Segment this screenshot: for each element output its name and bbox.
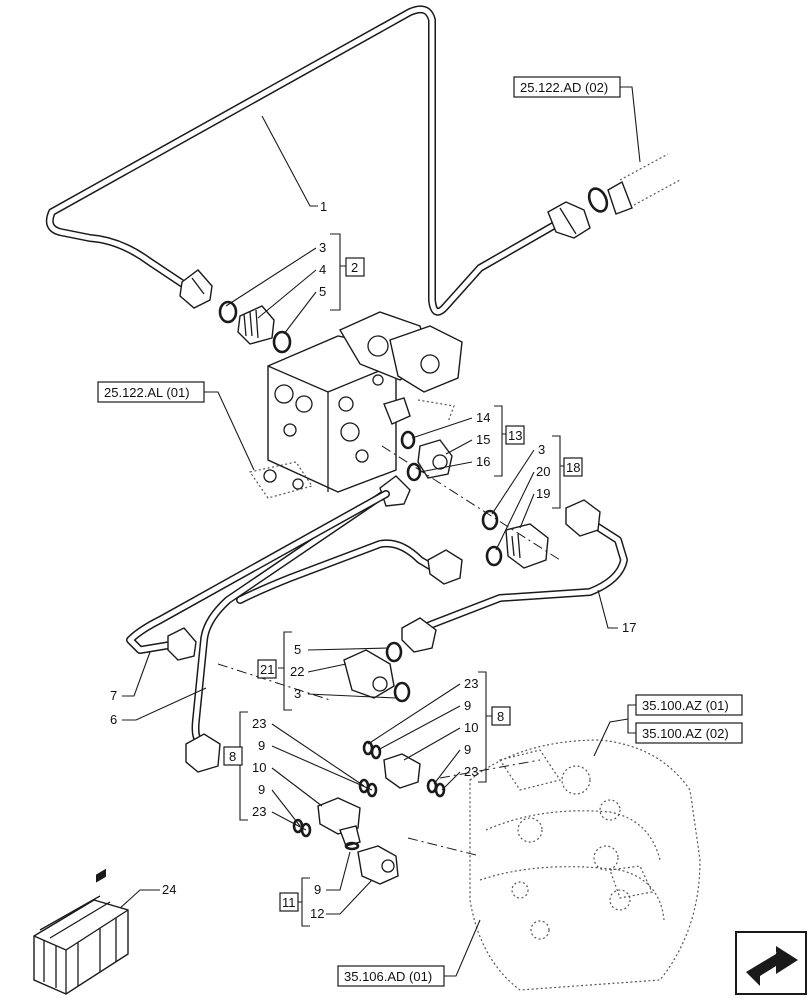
svg-text:7: 7	[110, 688, 117, 703]
tee-fitting-10-left	[292, 778, 378, 847]
pipe-17	[236, 499, 628, 653]
tee-fitting-10-right	[362, 740, 446, 798]
pipe-7	[126, 490, 390, 661]
ref-25-122-al-01[interactable]: 25.122.AL (01)	[97, 381, 255, 471]
parts-kit-crate-icon	[33, 868, 129, 995]
pipe-6	[185, 475, 411, 773]
svg-text:23: 23	[252, 716, 266, 731]
elbow-fitting-22	[343, 641, 411, 703]
callout-group-2: 3 4 5 2	[225, 233, 365, 335]
svg-text:6: 6	[110, 712, 117, 727]
ref-35-100-az-02[interactable]: 35.100.AZ (02)	[593, 704, 743, 757]
svg-text:9: 9	[464, 698, 471, 713]
ref-35-106-ad-01[interactable]: 35.106.AD (01)	[337, 919, 481, 987]
elbow-fitting-15	[400, 430, 453, 482]
hydraulic-valve-block	[248, 311, 463, 499]
elbow-fitting-12	[344, 841, 399, 885]
callout-group-21: 5 22 3 21	[257, 631, 397, 711]
svg-text:5: 5	[294, 642, 301, 657]
pipe-1-right-nut	[547, 201, 591, 239]
external-pipe-upper-right	[587, 153, 681, 215]
arrow-navigation-icon[interactable]	[735, 931, 807, 995]
svg-text:24: 24	[162, 882, 176, 897]
svg-text:5: 5	[319, 284, 326, 299]
callout-group-8-right: 23 9 10 9 23 8	[367, 671, 511, 791]
svg-text:4: 4	[319, 262, 326, 277]
svg-text:19: 19	[536, 486, 550, 501]
svg-text:23: 23	[464, 676, 478, 691]
svg-text:14: 14	[476, 410, 490, 425]
svg-text:22: 22	[290, 664, 304, 679]
svg-text:25.122.AD (02): 25.122.AD (02)	[520, 80, 608, 95]
svg-text:8: 8	[229, 749, 236, 764]
svg-text:25.122.AL (01): 25.122.AL (01)	[104, 385, 190, 400]
ref-25-122-ad-02[interactable]: 25.122.AD (02)	[513, 76, 641, 163]
svg-text:20: 20	[536, 464, 550, 479]
svg-text:35.106.AD (01): 35.106.AD (01)	[344, 969, 432, 984]
svg-text:15: 15	[476, 432, 490, 447]
svg-text:21: 21	[260, 662, 274, 677]
callout-17: 17	[597, 589, 636, 635]
pipe-1	[45, 5, 564, 316]
callout-24: 24	[117, 882, 176, 911]
svg-text:35.100.AZ (02): 35.100.AZ (02)	[642, 726, 729, 741]
svg-text:23: 23	[464, 764, 478, 779]
transmission-housing	[469, 739, 701, 991]
svg-text:23: 23	[252, 804, 266, 819]
svg-text:10: 10	[252, 760, 266, 775]
svg-text:11: 11	[282, 895, 296, 910]
callout-group-11: 9 12 11	[279, 851, 373, 927]
svg-text:35.100.AZ (01): 35.100.AZ (01)	[642, 698, 729, 713]
callout-1: 1	[261, 115, 327, 214]
callout-group-18: 3 20 19 18	[491, 435, 583, 551]
svg-text:9: 9	[258, 738, 265, 753]
svg-text:3: 3	[538, 442, 545, 457]
svg-text:9: 9	[314, 882, 321, 897]
svg-text:12: 12	[310, 906, 324, 921]
svg-text:3: 3	[294, 686, 301, 701]
svg-text:3: 3	[319, 240, 326, 255]
adapter-fitting-4	[218, 300, 292, 354]
svg-text:8: 8	[497, 709, 504, 724]
svg-text:1: 1	[320, 199, 327, 214]
svg-text:18: 18	[566, 460, 580, 475]
adapter-fitting-19	[481, 509, 549, 569]
svg-text:9: 9	[258, 782, 265, 797]
svg-text:10: 10	[464, 720, 478, 735]
alignment-lines	[217, 445, 561, 857]
callout-6: 6	[110, 687, 207, 727]
svg-text:9: 9	[464, 742, 471, 757]
svg-text:13: 13	[508, 428, 522, 443]
callout-group-8-left: 23 9 10 9 23 8	[223, 711, 373, 831]
ref-35-100-az-01[interactable]: 35.100.AZ (01)	[635, 694, 743, 716]
svg-text:2: 2	[351, 260, 358, 275]
pipe-1-left-nut	[179, 269, 213, 309]
callout-7: 7	[110, 651, 151, 703]
svg-text:17: 17	[622, 620, 636, 635]
callout-group-13: 14 15 16 13	[411, 405, 525, 477]
svg-text:16: 16	[476, 454, 490, 469]
